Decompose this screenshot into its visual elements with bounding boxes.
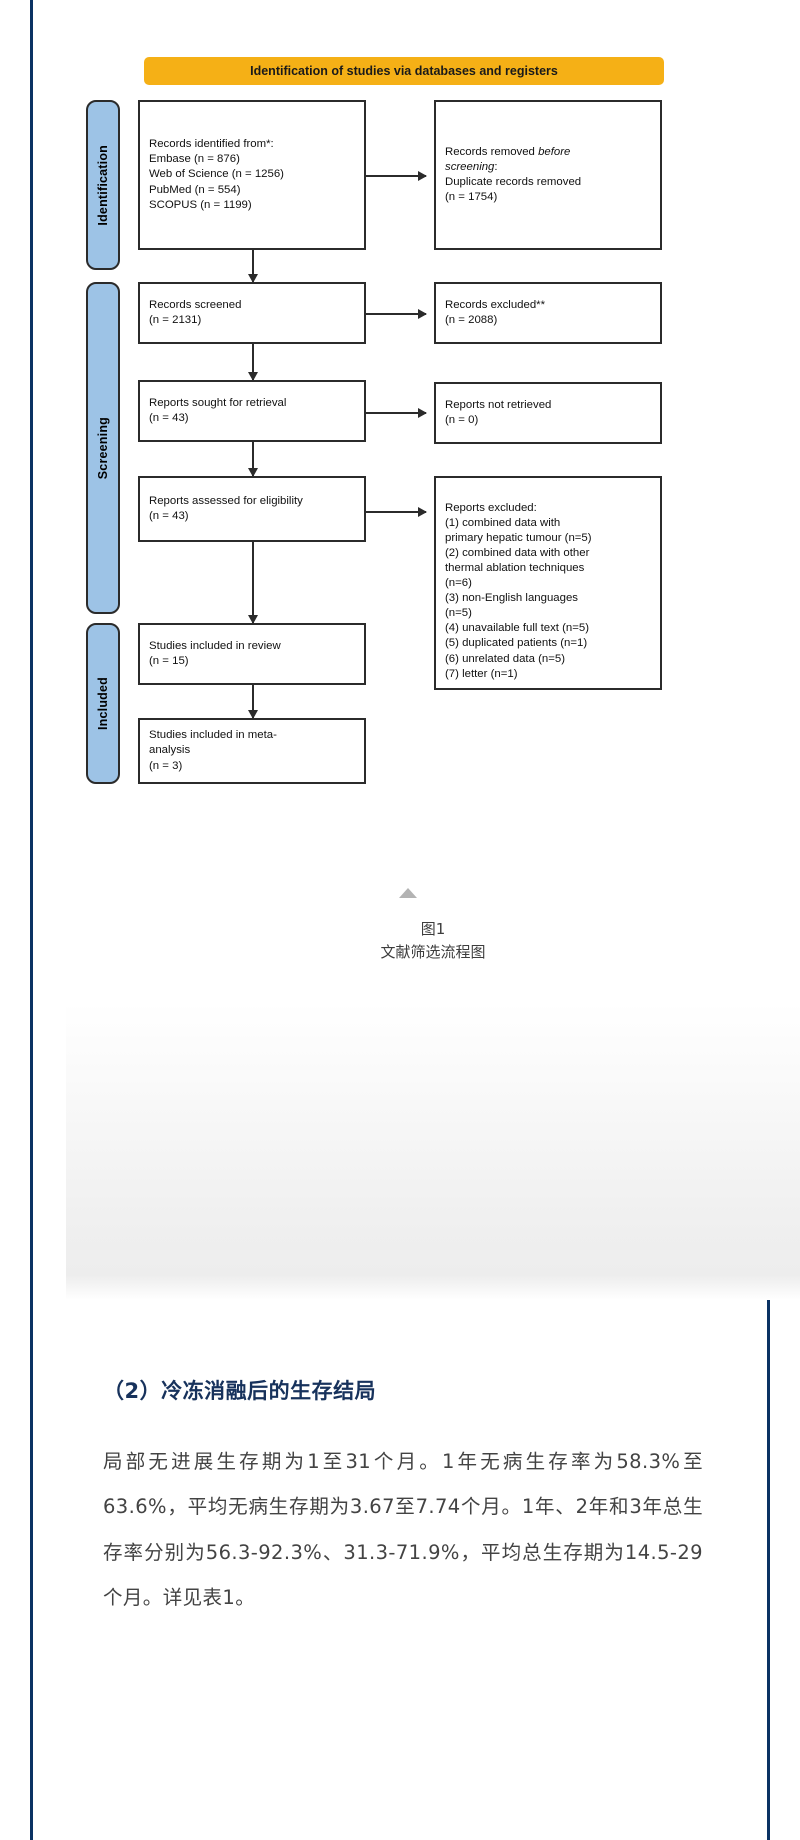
node-studies-included-meta: Studies included in meta- analysis (n = …	[138, 718, 366, 784]
phase-band-included-label: Included	[96, 677, 110, 730]
node-reports-assessed-text: Reports assessed for eligibility (n = 43…	[149, 494, 303, 522]
article-frame: Identification Screening Included Identi…	[30, 0, 800, 1840]
figure-region: Identification Screening Included Identi…	[66, 0, 800, 1300]
section-paragraph: 局部无进展生存期为1至31个月。1年无病生存率为58.3%至63.6%，平均无病…	[103, 1450, 703, 1610]
node-studies-included-review-text: Studies included in review (n = 15)	[149, 639, 281, 667]
node-reports-sought-text: Reports sought for retrieval (n = 43)	[149, 396, 287, 424]
figure-caption-title: 文献筛选流程图	[380, 943, 486, 962]
phase-band-screening: Screening	[86, 282, 120, 614]
node-records-screened-text: Records screened (n = 2131)	[149, 298, 242, 326]
phase-band-screening-label: Screening	[96, 416, 110, 480]
node-studies-included-meta-text: Studies included in meta- analysis (n = …	[149, 729, 277, 772]
node-records-identified: Records identified from*: Embase (n = 87…	[138, 100, 366, 250]
node-records-removed-text: Records removed before screening: Duplic…	[445, 145, 582, 204]
node-studies-included-review: Studies included in review (n = 15)	[138, 623, 366, 685]
figure-caption-number: 图1	[420, 920, 446, 938]
diagram-banner: Identification of studies via databases …	[144, 57, 664, 85]
node-reports-excluded: Reports excluded: (1) combined data with…	[434, 476, 662, 690]
node-reports-assessed: Reports assessed for eligibility (n = 43…	[138, 476, 366, 542]
node-records-identified-text: Records identified from*: Embase (n = 87…	[149, 138, 284, 211]
node-reports-sought: Reports sought for retrieval (n = 43)	[138, 380, 366, 442]
phase-band-included: Included	[86, 623, 120, 784]
node-records-removed: Records removed before screening: Duplic…	[434, 100, 662, 250]
node-records-excluded: Records excluded** (n = 2088)	[434, 282, 662, 344]
phase-band-identification-label: Identification	[96, 144, 110, 226]
phase-band-identification: Identification	[86, 100, 120, 270]
node-reports-excluded-text: Reports excluded: (1) combined data with…	[445, 502, 592, 680]
section-heading: （2）冷冻消融后的生存结局	[103, 1379, 377, 1403]
article-body: （2）冷冻消融后的生存结局 局部无进展生存期为1至31个月。1年无病生存率为58…	[103, 1375, 703, 1621]
prisma-flow-diagram: Identification Screening Included Identi…	[66, 0, 800, 830]
figure-fade-overlay	[66, 990, 800, 1300]
figure-caption: 图1 文献筛选流程图	[66, 918, 800, 965]
node-records-excluded-text: Records excluded** (n = 2088)	[445, 298, 546, 326]
node-reports-not-retrieved: Reports not retrieved (n = 0)	[434, 382, 662, 444]
collapse-caret-icon[interactable]	[399, 888, 417, 898]
node-records-screened: Records screened (n = 2131)	[138, 282, 366, 344]
node-reports-not-retrieved-text: Reports not retrieved (n = 0)	[445, 398, 552, 426]
